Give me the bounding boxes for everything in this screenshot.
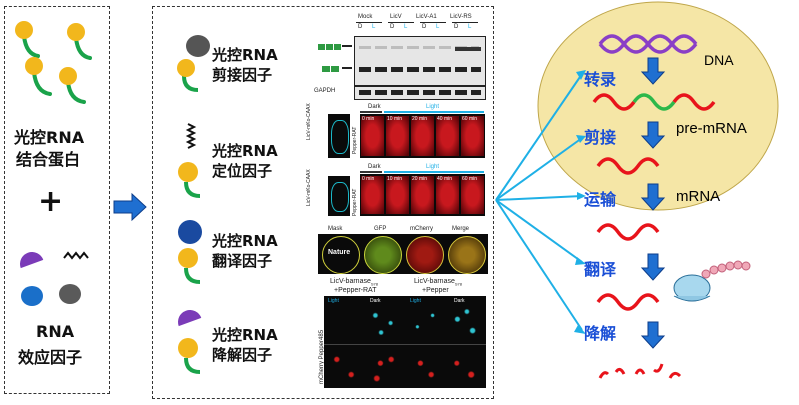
- trans-image-strip: Nature: [318, 234, 488, 274]
- factor-1-line2: 剪接因子: [212, 66, 273, 84]
- loc2-time-strip: 0 min 10 min 20 min 40 min 60 min: [360, 174, 485, 216]
- loc1-side-label: LicV-mKo-CAAX: [306, 103, 312, 140]
- gel-band-legend: [318, 44, 342, 50]
- factor-3-line1: 光控RNA: [212, 232, 278, 250]
- rna-binding-protein-icon: [25, 57, 52, 96]
- gel-col-licv-rs: LicV-RS: [450, 14, 472, 20]
- left-box: [4, 6, 110, 394]
- effector-label-line2: 效应因子: [18, 348, 83, 367]
- mrna-spliced-icon: [596, 157, 660, 175]
- label-mrna: mRNA: [676, 188, 721, 205]
- gapdh-label: GAPDH: [314, 88, 336, 94]
- degraded-rna-icon: [598, 363, 682, 379]
- mrna-transported-icon: [596, 223, 660, 241]
- gel-panel: Mock LicV LicV-A1 LicV-RS D L D L D L D …: [314, 14, 486, 106]
- gel-arrow: [342, 67, 352, 69]
- effector-icons: [20, 251, 89, 306]
- connector-arrowheads: [574, 70, 586, 334]
- localization-panel-2: LicV-mKo-CAAX Pepper-RAT Dark Light 0 mi…: [306, 164, 488, 224]
- step-transcription: 转录: [584, 70, 617, 89]
- rna-binding-protein-icon: [59, 67, 86, 104]
- effector-blue-icon: [21, 286, 43, 306]
- process-arrows: [640, 57, 666, 349]
- step-translation: 翻译: [584, 260, 617, 279]
- factor-2-line1: 光控RNA: [212, 142, 278, 160]
- degradation-factor-icon: [178, 310, 202, 374]
- step-degradation: 降解: [584, 324, 617, 343]
- rna-binding-protein-icon: [67, 23, 92, 60]
- gel-band-legend: [322, 66, 340, 72]
- rna-binding-protein-icon: [15, 21, 40, 58]
- loc2-light-bar: [384, 171, 484, 173]
- label-dna: DNA: [704, 52, 734, 68]
- trans-head-merge: Merge: [452, 226, 470, 232]
- gel-arrow: [342, 45, 352, 47]
- protein-label-line1: 光控RNA: [14, 128, 85, 147]
- gel-col-mock: Mock: [358, 14, 373, 20]
- translation-factor-icon: [178, 220, 202, 284]
- effector-pacman-icon: [20, 252, 44, 269]
- gel-image: [354, 36, 486, 86]
- loc1-dark-bar: [360, 111, 382, 113]
- trans-head-mcherry: mCherry: [410, 226, 434, 232]
- deg-image-grid: Light Dark Light Dark: [324, 296, 486, 388]
- effector-label-line1: RNA: [36, 322, 75, 341]
- mrna-translation-icon: [596, 293, 660, 311]
- arrow-right-icon: [113, 192, 147, 222]
- gel-col-underlines: [354, 22, 484, 23]
- loc1-dark-label: Dark: [368, 104, 381, 110]
- translation-panel: Mask GFP mCherry Merge Nature: [318, 226, 488, 276]
- deg-head-2: LicV-barnaseS78: [414, 278, 462, 287]
- deg-head-2b: +Pepper: [422, 287, 449, 294]
- localization-panel-1: LicV-mKo-CAAX Pepper-RAT Dark Light 0 mi…: [306, 103, 488, 164]
- loc1-time-strip: 0 min 10 min 20 min 40 min 60 min: [360, 114, 485, 158]
- gel-lane-labels: D L D L D L D L: [358, 24, 472, 30]
- splicing-factor-icon: [177, 35, 210, 92]
- gel-col-licv-a1: LicV-A1: [416, 14, 437, 20]
- rna-squiggle-icon: [63, 251, 89, 260]
- loc2-side-label: LicV-mKo-CAAX: [306, 169, 312, 206]
- loc1-light-label: Light: [426, 104, 440, 110]
- loc1-cyan-image: [328, 114, 350, 158]
- middle-box: [152, 6, 494, 399]
- trans-head-gfp: GFP: [374, 226, 387, 232]
- trans-mask-logo: Nature: [328, 249, 351, 256]
- dna-helix-icon: [598, 34, 698, 54]
- localization-factor-icon: [178, 123, 201, 198]
- effector-grey-icon: [59, 284, 81, 304]
- trans-head-mask: Mask: [328, 226, 343, 232]
- loc2-cyan-image: [328, 176, 350, 216]
- ribosome-icon: [673, 274, 711, 302]
- connector-lines: [495, 73, 583, 331]
- peptide-chain-icon: [701, 260, 751, 279]
- plus-sign: +: [38, 184, 64, 219]
- gapdh-image: [354, 86, 486, 100]
- factor-1-line1: 光控RNA: [212, 46, 278, 64]
- factor-4-line1: 光控RNA: [212, 326, 278, 344]
- deg-head-1: LicV-barnaseS78: [330, 278, 378, 287]
- loc1-side-label2: Pepper-RAT: [352, 126, 358, 154]
- factor-4-line2: 降解因子: [212, 346, 273, 364]
- label-pre-mrna: pre-mRNA: [676, 120, 747, 137]
- loc2-light-label: Light: [426, 164, 440, 170]
- step-splicing: 剪接: [584, 128, 617, 147]
- loc2-dark-bar: [360, 171, 382, 173]
- protein-label-line2: 结合蛋白: [16, 150, 81, 169]
- deg-head-1b: +Pepper-RAT: [334, 287, 377, 294]
- factor-3-line2: 翻译因子: [212, 252, 273, 270]
- factor-2-line2: 定位因子: [212, 162, 273, 180]
- loc1-light-bar: [384, 111, 484, 113]
- right-diagram: [495, 1, 779, 379]
- left-protein-icons: [15, 21, 92, 104]
- pre-mrna-icon: [592, 93, 716, 111]
- loc2-side-label2: Pepper-RAT: [352, 188, 358, 216]
- degradation-panel: LicV-barnaseS78 +Pepper-RAT LicV-barnase…: [312, 278, 488, 390]
- gel-col-licv: LicV: [390, 14, 402, 20]
- step-transport: 运输: [584, 190, 617, 209]
- loc2-dark-label: Dark: [368, 164, 381, 170]
